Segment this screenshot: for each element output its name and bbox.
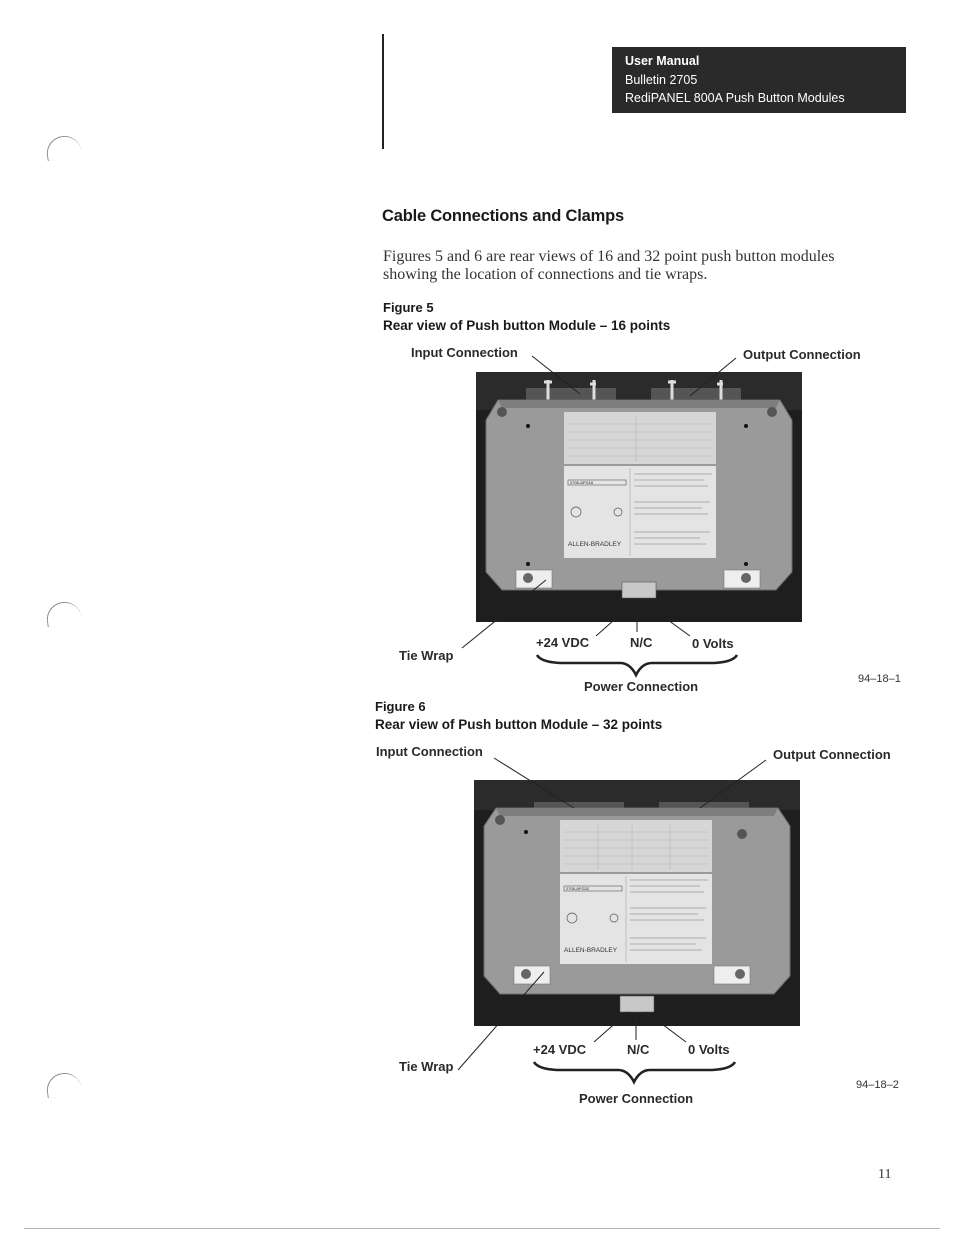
fig5-module-photo: 2705-APG16 ALLEN-BRADLEY — [476, 372, 802, 622]
fig6-output-connection-label: Output Connection — [773, 747, 891, 762]
page-number: 11 — [878, 1167, 892, 1182]
fig6-nc-label: N/C — [627, 1042, 650, 1057]
fig5-model-label: 2705-APG16 — [570, 480, 594, 485]
fig6-brand-label: ALLEN-BRADLEY — [564, 947, 618, 954]
manual-header: User Manual Bulletin 2705 RediPANEL 800A… — [612, 47, 906, 113]
fig6-model-label: 2705-APG32 — [566, 886, 590, 891]
figure-5-number: Figure 5 — [383, 300, 434, 315]
fig5-nc-label: N/C — [630, 635, 653, 650]
margin-rule — [382, 34, 384, 149]
fig6-24vdc-label: +24 VDC — [533, 1042, 587, 1057]
fig5-24vdc-label: +24 VDC — [536, 635, 590, 650]
fig5-tie-wrap-label: Tie Wrap — [399, 648, 454, 663]
figure-6-number: Figure 6 — [375, 699, 426, 714]
fig6-code: 94–18–2 — [856, 1079, 899, 1091]
fig6-module-photo: 2705-APG32 ALLEN-BRADLEY — [474, 780, 800, 1026]
fig5-input-connection-label: Input Connection — [411, 345, 518, 360]
intro-paragraph: Figures 5 and 6 are rear views of 16 and… — [383, 248, 835, 283]
fig5-output-connection-label: Output Connection — [743, 347, 861, 362]
fig5-0volts-label: 0 Volts — [692, 636, 734, 651]
fig6-tie-wrap-label: Tie Wrap — [399, 1059, 454, 1074]
section-title: Cable Connections and Clamps — [382, 207, 624, 225]
fig6-input-connection-label: Input Connection — [376, 744, 483, 759]
fig6-0volts-label: 0 Volts — [688, 1042, 730, 1057]
page-bottom-rule — [24, 1228, 940, 1229]
figure-5-caption: Rear view of Push button Module – 16 poi… — [383, 318, 671, 333]
header-title: User Manual — [625, 54, 700, 68]
fig5-code: 94–18–1 — [858, 673, 901, 685]
header-bulletin: Bulletin 2705 — [625, 72, 698, 87]
figure-6-caption: Rear view of Push button Module – 32 poi… — [375, 717, 663, 732]
fig5-power-connection-label: Power Connection — [584, 679, 699, 694]
fig6-power-connection-label: Power Connection — [579, 1091, 694, 1106]
fig5-brand-label: ALLEN-BRADLEY — [568, 541, 622, 548]
header-product: RediPANEL 800A Push Button Modules — [625, 91, 845, 105]
